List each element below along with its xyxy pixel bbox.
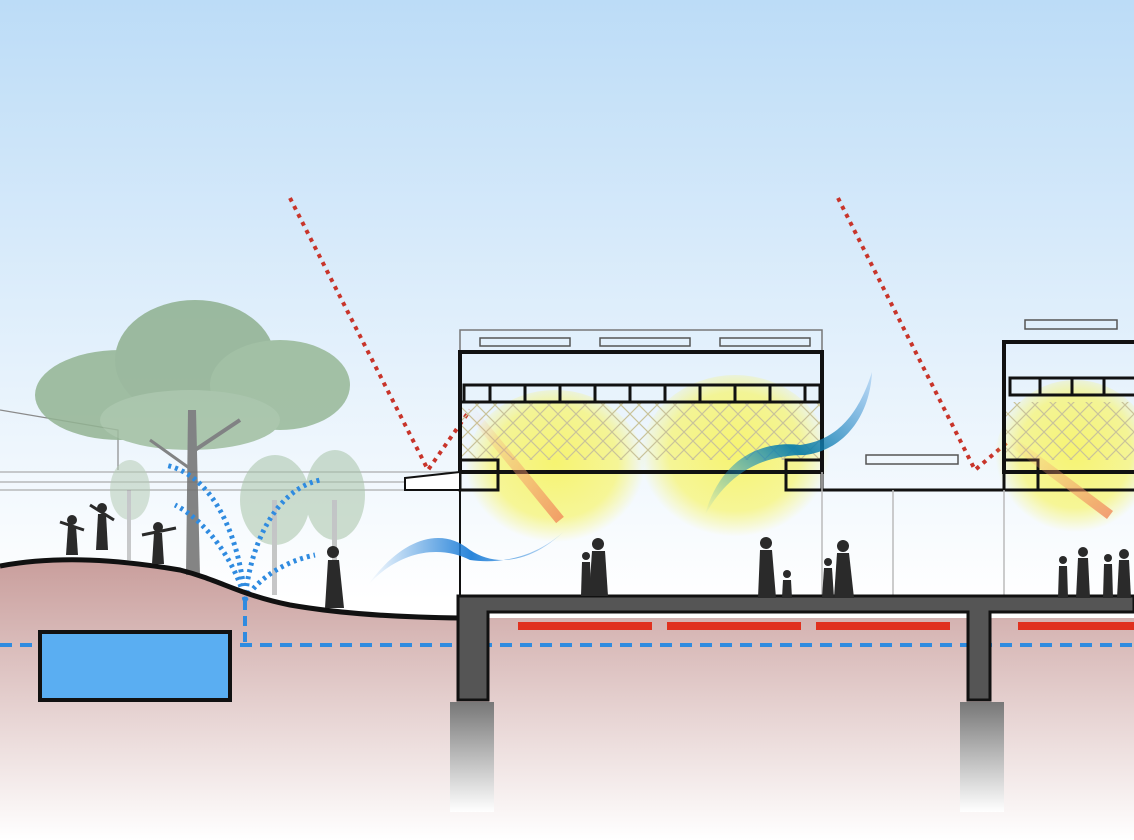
- floor-heating: [518, 622, 1134, 630]
- air-flow-icon: [368, 372, 872, 585]
- light-reflection: [466, 406, 1113, 524]
- roof-mullions: [488, 378, 1106, 402]
- tree-icon: [35, 300, 350, 575]
- person-icon: [581, 537, 1131, 598]
- ground-surface: [0, 557, 461, 621]
- water-tank: [38, 630, 232, 702]
- person-icon: [59, 503, 344, 608]
- floor-slab: [450, 594, 1134, 812]
